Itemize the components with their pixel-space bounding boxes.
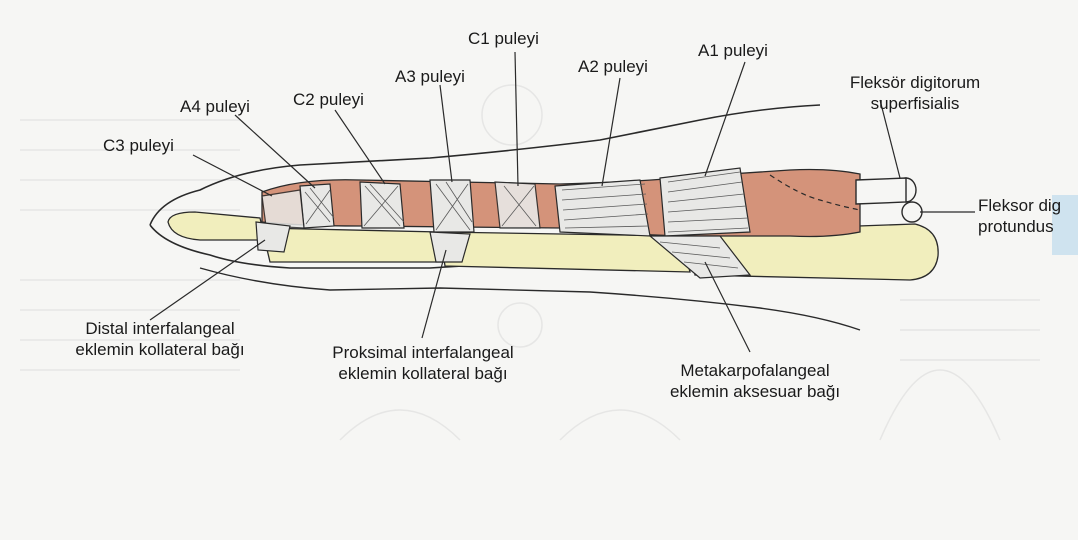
mcp-label-line2: eklemin aksesuar bağı: [655, 381, 855, 402]
pip-label-line2: eklemin kollateral bağı: [313, 363, 533, 384]
fdp-label-line1: Fleksor dig: [978, 195, 1061, 216]
dip-label-line2: eklemin kollateral bağı: [60, 339, 260, 360]
c3-pulley-label: C3 puleyi: [103, 135, 174, 156]
mcp-label-line1: Metakarpofalangeal: [655, 360, 855, 381]
leader-a4: [235, 115, 315, 188]
leader-c3: [193, 155, 272, 196]
leader-pip: [422, 250, 446, 338]
pip-label: Proksimal interfalangeal eklemin kollate…: [313, 342, 533, 384]
fds-label-line1: Fleksör digitorum: [840, 72, 990, 93]
leader-a3: [440, 85, 452, 182]
mcp-label: Metakarpofalangeal eklemin aksesuar bağı: [655, 360, 855, 402]
fdp-label-line2: protundus: [978, 216, 1061, 237]
fds-tendon-stub: [856, 178, 906, 204]
c2-pulley-label: C2 puleyi: [293, 89, 364, 110]
dip-label-line1: Distal interfalangeal: [60, 318, 260, 339]
middle-phalanx: [262, 228, 445, 262]
a4-pulley-label: A4 puleyi: [180, 96, 250, 117]
leader-c2: [335, 110, 385, 184]
leader-a1: [705, 62, 745, 176]
a2-pulley-label: A2 puleyi: [578, 56, 648, 77]
c1-pulley: [495, 182, 540, 228]
c3-pulley: [262, 190, 304, 228]
dip-label: Distal interfalangeal eklemin kollateral…: [60, 318, 260, 360]
a1-pulley: [660, 168, 750, 236]
fds-label-line2: superfisialis: [840, 93, 990, 114]
a1-pulley-label: A1 puleyi: [698, 40, 768, 61]
fdp-tendon-end: [902, 202, 922, 222]
fdp-label: Fleksor dig protundus: [978, 195, 1061, 237]
leader-c1: [515, 52, 518, 186]
distal-phalanx: [168, 212, 265, 240]
fds-label: Fleksör digitorum superfisialis: [840, 72, 990, 114]
c1-pulley-label: C1 puleyi: [468, 28, 539, 49]
pip-label-line1: Proksimal interfalangeal: [313, 342, 533, 363]
leader-a2: [602, 78, 620, 186]
a3-pulley-label: A3 puleyi: [395, 66, 465, 87]
dip-collateral-ligament: [256, 222, 290, 252]
palmar-skin-line: [200, 268, 860, 330]
